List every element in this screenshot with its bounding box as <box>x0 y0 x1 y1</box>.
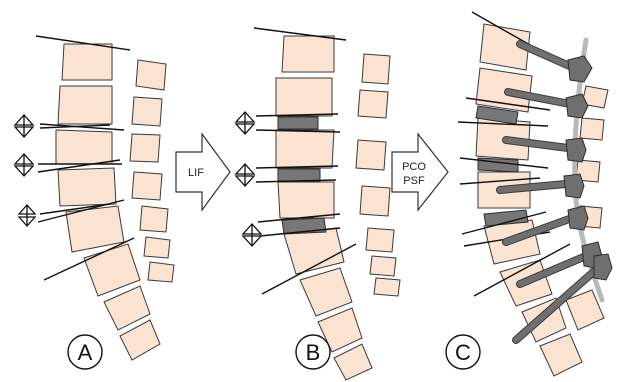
panel-label-a: A <box>67 334 103 370</box>
double-arrow-icon <box>13 114 35 138</box>
double-arrow-icon <box>13 153 35 177</box>
arrow-lif-label: LIF <box>188 167 204 179</box>
alignment-lines-b <box>253 27 357 295</box>
panel-label-c: C <box>445 334 481 370</box>
double-arrow-icon <box>241 223 263 247</box>
vertebral-bodies-a <box>55 43 161 361</box>
posterior-elements-a <box>129 59 175 283</box>
double-arrow-icon <box>234 111 256 135</box>
alignment-lines-a <box>35 35 135 281</box>
panel-letter-b: B <box>306 340 321 365</box>
vertebral-bodies-b <box>275 35 373 381</box>
panel-c: C <box>445 11 613 377</box>
panel-letter-a: A <box>78 340 93 365</box>
arrow-psf-label: PSF <box>403 175 425 187</box>
panel-b: B <box>234 27 401 381</box>
arrow-lif: LIF <box>175 132 231 212</box>
pedicle-screws <box>496 40 613 344</box>
arrow-pco-psf: PCO PSF <box>391 132 449 212</box>
panel-label-b: B <box>295 334 331 370</box>
panel-letter-c: C <box>455 340 471 365</box>
posterior-elements-b <box>355 53 401 297</box>
panel-a: A <box>13 35 175 370</box>
double-arrow-icon <box>234 163 256 187</box>
double-arrow-icon <box>17 204 37 227</box>
arrow-pco-label: PCO <box>402 161 426 173</box>
